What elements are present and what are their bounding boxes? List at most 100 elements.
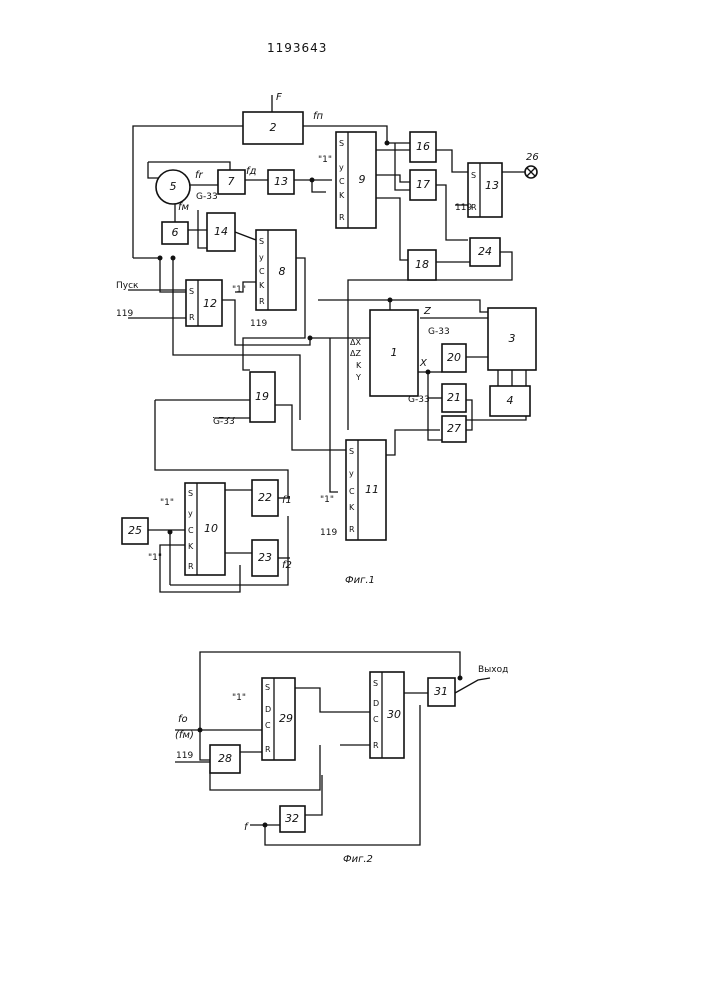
in1-y: Y [355,373,361,382]
svg-text:y: y [339,163,344,172]
svg-text:R: R [373,741,379,750]
block-6-label: 6 [172,226,179,239]
svg-text:C: C [339,177,345,186]
block-18-label: 18 [415,258,429,271]
block-7-label: 7 [228,175,235,188]
svg-text:C: C [373,715,379,724]
fig2-caption: Фиг.2 [343,854,373,865]
block-20-label: 20 [447,351,461,364]
signal-fd: fд [246,166,257,177]
signal-z: Z [423,306,432,317]
fig2-input-fo: fo [178,714,188,725]
input-g33-c: G-33 [408,395,430,405]
signal-f2: f2 [282,560,292,571]
svg-text:S: S [259,237,264,246]
block-16-label: 16 [416,140,430,153]
signal-fm: fм [178,202,190,213]
svg-text:C: C [265,721,271,730]
block-5-label: 5 [170,180,177,193]
input-g33-a: G-33 [196,192,218,202]
block-10-label: 10 [204,522,218,535]
block-11-label: 11 [365,483,379,496]
block-23-label: 23 [258,551,272,564]
lamp-26-label: 26 [526,152,539,163]
input-reset-b: 119 [250,319,267,329]
one-label-8: "1" [232,285,246,295]
signal-fr: fr [195,170,204,181]
one-label-10a: "1" [160,498,174,508]
fig1-labels: F fп fr fд fм G-33 "1" "1" Пуск 119 119 … [116,92,472,586]
input-reset-d: 119 [320,528,337,538]
one-label-11: "1" [320,495,334,505]
fig2-input-f: f [244,822,249,833]
block-19-label: 19 [255,390,269,403]
fig2-input-fm: (fм) [175,730,194,741]
svg-text:C: C [188,526,194,535]
input-g33-b: G-33 [428,327,450,337]
svg-text:R: R [265,745,271,754]
svg-text:D: D [373,699,379,708]
svg-text:y: y [259,253,264,262]
block-3-label: 3 [509,332,516,345]
fig2-one-label: "1" [232,693,246,703]
block-17-label: 17 [416,178,430,191]
svg-text:S: S [373,679,378,688]
fig1-caption: Фиг.1 [345,575,375,586]
signal-f1: f1 [282,495,292,506]
svg-text:S: S [188,489,193,498]
svg-text:K: K [349,503,355,512]
block-22-label: 22 [258,491,272,504]
svg-text:y: y [349,469,354,478]
input-f: F [276,92,282,103]
svg-text:S: S [189,287,194,296]
in1-dx: ΔX [350,338,361,347]
svg-text:S: S [349,447,354,456]
svg-text:R: R [188,562,194,571]
block-15-label: 13 [274,175,288,188]
svg-text:K: K [188,542,194,551]
block-27-label: 27 [447,422,461,435]
block-9-label: 9 [359,173,366,186]
block-8-label: 8 [279,265,286,278]
in1-dz: ΔZ [350,349,361,358]
input-reset-c: 119 [455,203,472,213]
svg-text:S: S [471,171,476,180]
svg-text:K: K [339,191,345,200]
block-13-label: 13 [485,179,499,192]
svg-text:y: y [188,509,193,518]
signal-x: X [419,358,428,369]
svg-text:C: C [259,267,265,276]
in1-k: K [356,361,362,370]
input-reset-a: 119 [116,309,133,319]
fig2-output: Выход [478,665,508,675]
block-14-label: 14 [214,225,228,238]
fig2-input-reset: 119 [176,751,193,761]
input-start: Пуск [116,281,139,291]
block-29-label: 29 [279,712,293,725]
block-31-label: 31 [434,685,448,698]
svg-text:C: C [349,487,355,496]
signal-fn: fп [313,111,324,122]
svg-text:R: R [339,213,345,222]
block-21-label: 21 [447,391,461,404]
patent-number: 1193643 [267,41,327,55]
svg-text:R: R [259,297,265,306]
input-g33-bar: G-33 [213,417,235,427]
block-1-label: 1 [391,346,398,359]
svg-text:S: S [265,683,270,692]
one-label-10b: "1" [148,553,162,563]
block-30-label: 30 [387,708,401,721]
block-4-label: 4 [507,394,514,407]
block-28-label: 28 [218,752,232,765]
svg-text:K: K [259,281,265,290]
one-label-9: "1" [318,155,332,165]
svg-text:R: R [349,525,355,534]
block-25-label: 25 [128,524,142,537]
block-24-label: 24 [478,245,492,258]
block-32-label: 32 [285,812,299,825]
svg-text:R: R [189,313,195,322]
svg-text:D: D [265,705,271,714]
svg-text:S: S [339,139,344,148]
block-12-label: 12 [203,297,217,310]
